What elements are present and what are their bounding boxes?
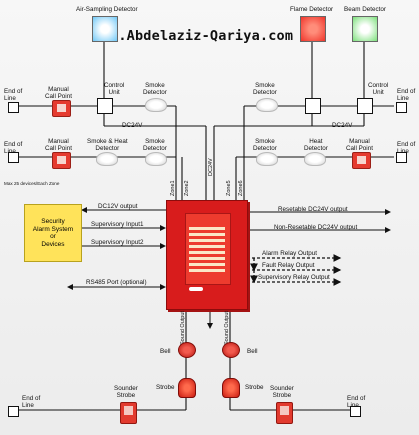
end-of-line-label: End of Line	[4, 141, 23, 155]
strobe-label: Strobe	[156, 384, 175, 391]
flame-detector-icon	[300, 16, 326, 42]
smoke-detector-label: Smoke Detector	[143, 138, 167, 152]
end-of-line-icon	[8, 406, 19, 417]
manual-call-point-label: Manual Call Point	[346, 138, 373, 152]
fire-alarm-control-panel	[166, 200, 248, 310]
flame-detector-label: Flame Detector	[290, 6, 334, 13]
zone5-label: Zone5	[226, 180, 232, 196]
beam-detector-label: Beam Detector	[344, 6, 386, 13]
security-alarm-box: Security Alarm System or Devices	[24, 204, 82, 262]
non-resetable-dc24v-label: Non-Resetable DC24V output	[274, 224, 358, 231]
sounder-strobe-label: Sounder Strobe	[270, 385, 294, 399]
security-alarm-label: Security Alarm System or Devices	[32, 218, 74, 248]
supervisory-relay-output-label: Supervisory Relay Output	[258, 274, 330, 281]
dc12v-output-label: DC12V output	[98, 203, 138, 210]
strobe-icon	[178, 378, 196, 398]
heat-detector-label: Heat Detector	[304, 138, 328, 152]
zone6-label: Zone6	[238, 180, 244, 196]
smoke-heat-detector-icon	[96, 152, 118, 166]
end-of-line-label: End of Line	[397, 141, 416, 155]
sounder-strobe-icon	[120, 402, 137, 424]
air-sampling-detector-label: Air-Sampling Detector	[76, 6, 138, 13]
beam-detector-icon	[352, 16, 378, 42]
sounder-strobe-icon	[276, 402, 293, 424]
smoke-detector-icon	[145, 152, 167, 166]
heat-detector-icon	[304, 152, 326, 166]
manual-call-point-icon	[52, 100, 71, 117]
panel-logo-icon	[189, 287, 203, 291]
manual-call-point-label: Manual Call Point	[45, 138, 72, 152]
dc24v-label: DC24V	[122, 122, 143, 129]
air-sampling-detector-icon	[92, 16, 118, 42]
end-of-line-label: End of Line	[397, 88, 416, 102]
sounder-strobe-label: Sounder Strobe	[114, 385, 138, 399]
smoke-detector-label: Smoke Detector	[143, 82, 167, 96]
end-of-line-label: End of Line	[4, 88, 23, 102]
manual-call-point-label: Manual Call Point	[45, 86, 72, 100]
control-unit-label: Control Unit	[368, 82, 389, 96]
end-of-line-icon	[8, 152, 19, 163]
alarm-relay-output-label: Alarm Relay Output	[262, 250, 317, 257]
max-devices-note: Max 25 devices/Each Zone	[4, 181, 60, 186]
smoke-detector-icon	[145, 98, 167, 112]
dc24v-label: DC24V	[332, 122, 353, 129]
supervisory-input2-label: Supervisory Input2	[91, 239, 144, 246]
bell-label: Bell	[247, 348, 258, 355]
bell-icon	[222, 342, 240, 358]
zone2-label: Zone2	[184, 180, 190, 196]
fault-relay-output-label: Fault Relay Output	[262, 262, 315, 269]
smoke-detector-label: Smoke Detector	[253, 82, 277, 96]
sound-output-label: Sound Output	[180, 311, 186, 345]
watermark-text: F.Abdelaziz-Qariya.com	[110, 28, 294, 44]
smoke-detector-label: Smoke Detector	[253, 138, 277, 152]
end-of-line-label: End of Line	[347, 395, 366, 409]
bell-label: Bell	[160, 348, 171, 355]
dc24v-vertical-label: DC24V	[208, 158, 214, 176]
end-of-line-icon	[350, 406, 361, 417]
manual-call-point-icon	[352, 152, 371, 169]
strobe-icon	[222, 378, 240, 398]
panel-led-indicators	[189, 227, 225, 273]
zone1-label: Zone1	[170, 180, 176, 196]
strobe-label: Strobe	[245, 384, 264, 391]
rs485-port-label: RS485 Port (optional)	[86, 279, 147, 286]
manual-call-point-icon	[52, 152, 71, 169]
smoke-detector-icon	[256, 98, 278, 112]
end-of-line-icon	[396, 102, 407, 113]
smoke-heat-detector-label: Smoke & Heat Detector	[87, 138, 128, 152]
control-unit-icon	[357, 98, 373, 114]
control-unit-icon	[97, 98, 113, 114]
sound-output-label: Sound Output	[224, 311, 230, 345]
end-of-line-icon	[8, 102, 19, 113]
end-of-line-label: End of Line	[22, 395, 41, 409]
bell-icon	[178, 342, 196, 358]
control-unit-label: Control Unit	[104, 82, 125, 96]
resetable-dc24v-label: Resetable DC24V output	[278, 206, 348, 213]
end-of-line-icon	[396, 152, 407, 163]
supervisory-input1-label: Supervisory Input1	[91, 221, 144, 228]
control-unit-icon	[305, 98, 321, 114]
smoke-detector-icon	[256, 152, 278, 166]
